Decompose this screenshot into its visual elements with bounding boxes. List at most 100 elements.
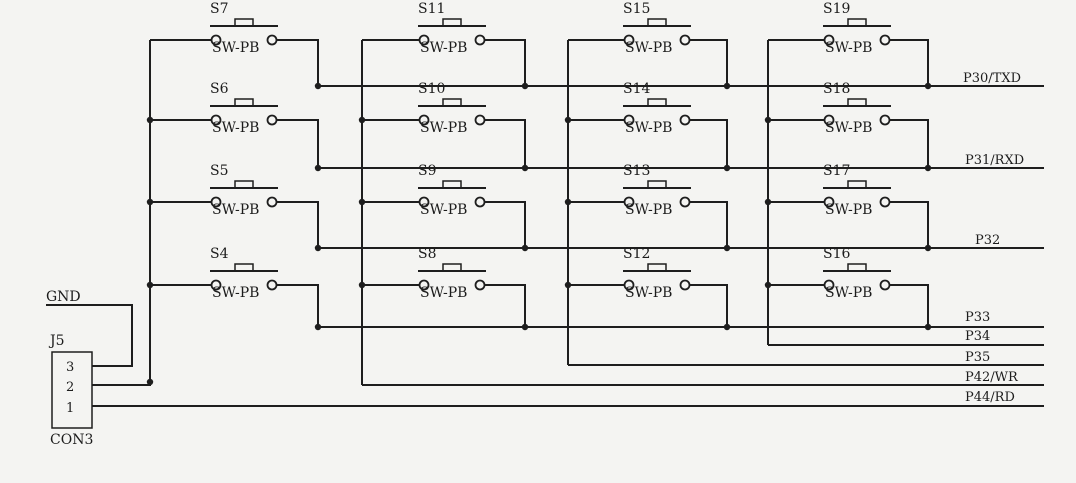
net-label: P31/RXD — [965, 153, 1024, 168]
connector-pin-3: 3 — [66, 360, 74, 375]
connector-value: CON3 — [50, 432, 93, 448]
switch-button-cap — [847, 98, 867, 106]
switch-contact-left — [823, 114, 835, 126]
switch-ref-label: S5 — [210, 163, 229, 179]
junction-dot — [564, 198, 572, 206]
switch-button-cap — [847, 18, 867, 26]
switch-right-lead — [484, 39, 526, 86]
switch-contact-left — [623, 279, 635, 291]
net-label: P33 — [965, 310, 990, 325]
switch-ref-label: S9 — [418, 163, 437, 179]
switch-ref-label: S15 — [623, 1, 650, 17]
net-wire-j5-pin2 — [92, 382, 151, 386]
switch-contact-left — [418, 279, 430, 291]
junction-dot — [521, 164, 529, 172]
switch-contact-left — [823, 279, 835, 291]
switch-value-label: SW-PB — [420, 120, 467, 136]
junction-dot — [564, 281, 572, 289]
switch-value-label: SW-PB — [825, 120, 872, 136]
net-label: P34 — [965, 329, 990, 344]
switch-contact-left — [418, 196, 430, 208]
switch-ref-label: S4 — [210, 246, 229, 262]
switch-value-label: SW-PB — [625, 202, 672, 218]
switch-matrix: S7SW-PBS6SW-PBS5SW-PBS4SW-PBS11SW-PBS10S… — [210, 1, 891, 301]
junction-dot — [358, 116, 366, 124]
junction-dot — [146, 198, 154, 206]
junction-dot — [146, 281, 154, 289]
switch-button-cap — [234, 18, 254, 26]
junction-dot — [314, 244, 322, 252]
junction-dot — [924, 323, 932, 331]
switch-ref-label: S12 — [623, 246, 650, 262]
junction-dot — [314, 82, 322, 90]
switch-value-label: SW-PB — [212, 120, 259, 136]
connector-ref: J5 — [48, 333, 65, 349]
switch-contact-left — [418, 34, 430, 46]
switch-ref-label: S13 — [623, 163, 650, 179]
junction-dot — [314, 323, 322, 331]
switch-contact-right — [679, 114, 691, 126]
switch-value-label: SW-PB — [420, 40, 467, 56]
connector-j5: J5 CON3 3 2 1 GND — [46, 289, 93, 448]
switch-contact-right — [474, 34, 486, 46]
net-label: P35 — [965, 350, 990, 365]
switch-right-lead — [889, 284, 929, 327]
connector-pin-2: 2 — [66, 380, 74, 395]
switch-value-label: SW-PB — [212, 40, 259, 56]
switch-button-cap — [234, 180, 254, 188]
switch-contact-right — [879, 196, 891, 208]
junction-dot — [924, 244, 932, 252]
switch-button-cap — [442, 18, 462, 26]
switch-ref-label: S8 — [418, 246, 437, 262]
switch-ref-label: S14 — [623, 81, 650, 97]
switch-button-cap — [234, 263, 254, 271]
switch-ref-label: S17 — [823, 163, 850, 179]
switch-right-lead — [889, 119, 929, 168]
junction-dot — [521, 244, 529, 252]
switch-button-cap — [442, 98, 462, 106]
switch-value-label: SW-PB — [420, 202, 467, 218]
switch-contact-left — [210, 34, 222, 46]
switch-right-lead — [484, 201, 526, 248]
switch-value-label: SW-PB — [420, 285, 467, 301]
net-label: P32 — [975, 233, 1000, 248]
switch-right-lead — [889, 201, 929, 248]
switch-contact-left — [823, 196, 835, 208]
junction-dot — [146, 116, 154, 124]
junction-dot — [924, 82, 932, 90]
switch-ref-label: S11 — [418, 1, 445, 17]
net-label: P30/TXD — [963, 71, 1021, 86]
junction-dot — [723, 323, 731, 331]
switch-right-lead — [689, 119, 728, 168]
switch-value-label: SW-PB — [825, 285, 872, 301]
connector-pin-1: 1 — [66, 401, 74, 416]
junction-dot — [764, 116, 772, 124]
switch-ref-label: S7 — [210, 1, 229, 17]
switch-contact-right — [879, 114, 891, 126]
junction-dot — [314, 164, 322, 172]
switch-button-cap — [647, 18, 667, 26]
switch-contact-right — [679, 34, 691, 46]
switch-contact-left — [623, 196, 635, 208]
switch-button-cap — [647, 263, 667, 271]
switch-ref-label: S18 — [823, 81, 850, 97]
switch-value-label: SW-PB — [825, 202, 872, 218]
junction-dot — [564, 116, 572, 124]
switch-contact-right — [266, 34, 278, 46]
switch-button-cap — [847, 180, 867, 188]
junction-dot — [723, 244, 731, 252]
switch-contact-right — [474, 279, 486, 291]
net-label: P44/RD — [965, 390, 1015, 405]
